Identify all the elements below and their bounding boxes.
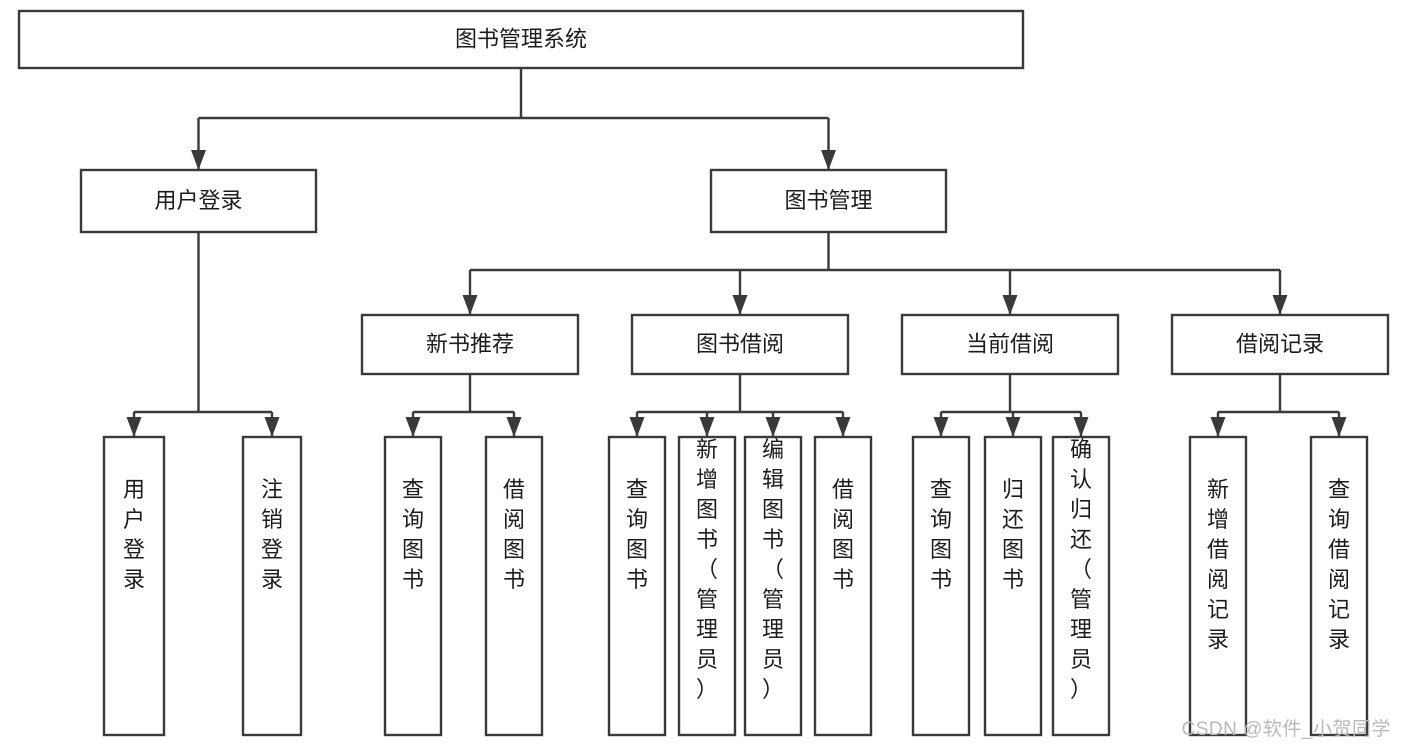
node-leaf-3-rect — [484, 435, 544, 737]
node-leaf-9-rect — [983, 435, 1043, 737]
node-leaf-10-rect — [1051, 435, 1111, 737]
node-leaf-0-label: 用户登录 — [123, 477, 145, 592]
node-level3-3[interactable]: 借阅记录 — [1170, 313, 1390, 376]
node-level2-0[interactable]: 用户登录 — [79, 168, 318, 234]
node-level3-0-label: 新书推荐 — [426, 331, 514, 356]
node-leaf-8-rect — [911, 435, 971, 737]
node-leaf-10[interactable]: 确认归还（管理员） — [1051, 435, 1111, 737]
arrow-head-icon — [1005, 417, 1021, 437]
arrow-head-icon — [1210, 417, 1226, 437]
node-leaf-8-label: 查询图书 — [930, 477, 952, 592]
arrow-head-icon — [264, 417, 280, 437]
node-leaf-1-label: 注销登录 — [261, 477, 283, 592]
node-leaf-1-rect — [241, 435, 303, 737]
arrow-head-icon — [699, 417, 715, 437]
node-leaf-11-label: 新增借阅记录 — [1207, 477, 1229, 652]
node-level2-0-label: 用户登录 — [154, 188, 242, 213]
arrow-head-icon — [462, 295, 478, 315]
arrow-head-icon — [1073, 417, 1089, 437]
node-level3-1[interactable]: 图书借阅 — [630, 313, 850, 376]
arrow-head-icon — [1002, 295, 1018, 315]
node-level3-1-rect — [630, 313, 850, 376]
node-level3-0-rect — [360, 313, 580, 376]
node-level3-2-label: 当前借阅 — [966, 331, 1054, 356]
node-leaf-11[interactable]: 新增借阅记录 — [1188, 435, 1248, 737]
node-leaf-1[interactable]: 注销登录 — [241, 435, 303, 737]
arrow-head-icon — [1272, 295, 1288, 315]
node-leaf-9[interactable]: 归还图书 — [983, 435, 1043, 737]
arrow-head-icon — [191, 150, 206, 170]
node-leaf-4-label: 查询图书 — [626, 477, 648, 592]
node-leaf-6-label: 编辑图书（管理员） — [762, 437, 784, 702]
node-root[interactable]: 图书管理系统 — [17, 9, 1025, 70]
node-level3-1-label: 图书借阅 — [696, 331, 784, 356]
node-leaf-0-rect — [102, 435, 166, 737]
node-leaf-3[interactable]: 借阅图书 — [484, 435, 544, 737]
node-level3-0[interactable]: 新书推荐 — [360, 313, 580, 376]
node-leaf-3-label: 借阅图书 — [503, 477, 525, 592]
arrow-head-icon — [629, 417, 645, 437]
node-leaf-6-rect — [743, 435, 803, 737]
node-leaf-5-label: 新增图书（管理员） — [696, 437, 718, 702]
node-leaf-5-rect — [677, 435, 737, 737]
node-leaf-11-rect — [1188, 435, 1248, 737]
node-leaf-12[interactable]: 查询借阅记录 — [1309, 435, 1369, 737]
arrow-head-icon — [126, 417, 142, 437]
node-leaf-4[interactable]: 查询图书 — [607, 435, 667, 737]
node-leaf-10-label: 确认归还（管理员） — [1070, 437, 1092, 702]
node-leaf-12-label: 查询借阅记录 — [1328, 477, 1350, 652]
node-level3-3-label: 借阅记录 — [1236, 331, 1324, 356]
node-level2-1-label: 图书管理 — [784, 188, 872, 213]
node-leaf-12-rect — [1309, 435, 1369, 737]
node-level3-2[interactable]: 当前借阅 — [900, 313, 1120, 376]
arrow-head-icon — [405, 417, 421, 437]
node-level2-0-rect — [79, 168, 318, 234]
node-leaf-7-label: 借阅图书 — [832, 477, 854, 592]
node-leaf-7-rect — [813, 435, 873, 737]
arrow-head-icon — [1331, 417, 1347, 437]
node-level2-1-rect — [709, 168, 948, 234]
arrow-head-icon — [933, 417, 949, 437]
node-level2-1[interactable]: 图书管理 — [709, 168, 948, 234]
csdn-watermark: CSDN @软件_小贺同学 — [1181, 719, 1391, 740]
node-root-rect — [17, 9, 1025, 70]
node-leaf-6[interactable]: 编辑图书（管理员） — [743, 435, 803, 737]
node-leaf-2[interactable]: 查询图书 — [383, 435, 443, 737]
node-level3-2-rect — [900, 313, 1120, 376]
node-leaf-2-label: 查询图书 — [402, 477, 424, 592]
node-level3-3-rect — [1170, 313, 1390, 376]
node-leaf-9-label: 归还图书 — [1002, 477, 1024, 592]
node-root-label: 图书管理系统 — [455, 26, 587, 51]
node-leaf-0[interactable]: 用户登录 — [102, 435, 166, 737]
node-leaf-2-rect — [383, 435, 443, 737]
arrow-head-icon — [506, 417, 522, 437]
node-leaf-4-rect — [607, 435, 667, 737]
arrow-head-icon — [821, 150, 836, 170]
node-leaf-8[interactable]: 查询图书 — [911, 435, 971, 737]
arrow-head-icon — [765, 417, 781, 437]
arrow-head-icon — [835, 417, 851, 437]
node-leaf-7[interactable]: 借阅图书 — [813, 435, 873, 737]
arrow-head-icon — [732, 295, 748, 315]
node-leaf-5[interactable]: 新增图书（管理员） — [677, 435, 737, 737]
